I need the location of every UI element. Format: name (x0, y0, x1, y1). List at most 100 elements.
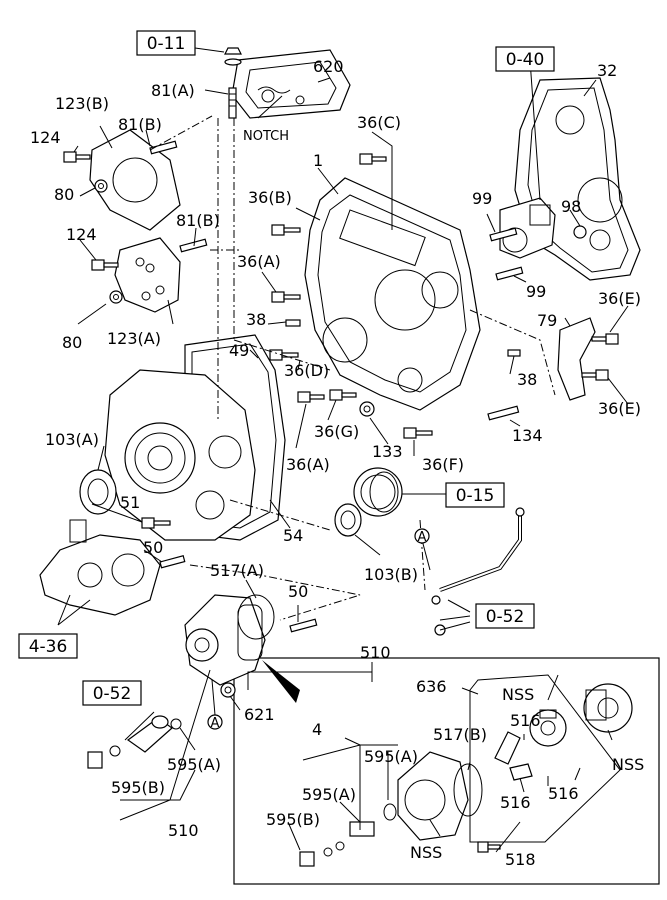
label-4: 4 (312, 720, 322, 739)
svg-text:0-52: 0-52 (486, 607, 525, 627)
hose-fitting (126, 715, 182, 753)
bolt-36e2 (581, 369, 609, 381)
svg-text:4-36: 4-36 (29, 637, 68, 657)
label-36f: 36(F) (422, 455, 464, 474)
bolt-36d (269, 349, 299, 361)
label-99-1: 99 (472, 189, 492, 208)
pin-38a (285, 319, 301, 327)
label-620: 620 (313, 57, 344, 76)
label-516-2: 516 (500, 793, 531, 812)
timing-case-1 (304, 177, 481, 411)
label-517b: 517(B) (433, 725, 487, 744)
plug-595b1 (87, 745, 121, 769)
label-595b-2: 595(B) (266, 810, 320, 829)
label-51: 51 (120, 493, 140, 512)
stud-99a (489, 227, 518, 242)
label-518: 518 (505, 850, 536, 869)
label-50-2: 50 (288, 582, 308, 601)
bolt-36g (329, 389, 357, 401)
nut-80a (94, 179, 108, 193)
label-133: 133 (372, 442, 403, 461)
label-595b-1: 595(B) (111, 778, 165, 797)
label-595a-2: 595(A) (364, 747, 418, 766)
ref-box-0-15[interactable]: 0-15 (445, 482, 505, 508)
bolt-36c (359, 153, 387, 165)
label-124-2: 124 (66, 225, 97, 244)
label-notch: NOTCH (243, 129, 289, 144)
label-80-2: 80 (62, 333, 82, 352)
nss-bracket-outline (469, 674, 621, 843)
bolt-36f (403, 427, 433, 439)
label-81b-2: 81(B) (176, 211, 220, 230)
ref-box-0-40[interactable]: 0-40 (495, 46, 555, 72)
svg-text:A: A (418, 530, 427, 545)
stud-50a (159, 555, 186, 569)
label-517a: 517(A) (210, 561, 264, 580)
label-50-1: 50 (143, 538, 163, 557)
label-80-1: 80 (54, 185, 74, 204)
vane-516 (494, 731, 533, 781)
stud-99b (495, 266, 524, 281)
label-124-1: 124 (30, 128, 61, 147)
ref-box-0-11[interactable]: 0-11 (136, 30, 196, 56)
label-36b: 36(B) (248, 188, 292, 207)
plug-595b2 (299, 841, 345, 867)
label-516-3: 516 (548, 784, 579, 803)
label-36g: 36(G) (314, 422, 359, 441)
label-103b: 103(B) (364, 565, 418, 584)
ref-box-4-36[interactable]: 4-36 (18, 633, 78, 659)
fitting-595a (349, 803, 397, 837)
gear-0-15 (353, 467, 403, 517)
label-595a-1: 595(A) (167, 755, 221, 774)
stud-81b2 (179, 238, 208, 253)
cover-123a (114, 237, 181, 313)
pump-housing-detail (397, 751, 469, 841)
label-nss-2: NSS (612, 755, 644, 774)
label-99-2: 99 (526, 282, 546, 301)
label-36e-2: 36(E) (598, 399, 641, 418)
nut-80b (109, 290, 123, 304)
label-516-1: 516 (510, 711, 541, 730)
label-54: 54 (283, 526, 303, 545)
cover-123b (89, 129, 181, 231)
circle-mark-a-upper: A (414, 528, 430, 545)
circle-mark-a-lower: A (207, 714, 223, 731)
label-103a: 103(A) (45, 430, 99, 449)
label-36a-1: 36(A) (237, 252, 281, 271)
ref-box-0-52-left[interactable]: 0-52 (82, 680, 142, 706)
pin-38b (507, 349, 521, 357)
stud-134 (487, 405, 520, 421)
label-nss-1: NSS (502, 685, 534, 704)
stud-81a (228, 87, 237, 119)
o-ring-517a (237, 594, 275, 640)
label-49: 49 (229, 341, 249, 360)
drive-gear-nss (583, 683, 633, 733)
label-123b: 123(B) (55, 94, 109, 113)
label-81a: 81(A) (151, 81, 195, 100)
label-123a: 123(A) (107, 329, 161, 348)
bolt-36b (271, 224, 301, 236)
label-98: 98 (561, 197, 581, 216)
label-134: 134 (512, 426, 543, 445)
label-510-1: 510 (360, 643, 391, 662)
injection-pump (499, 197, 587, 259)
vacuum-pump-4-36 (39, 519, 161, 616)
bolt-51 (141, 517, 171, 529)
label-36a-2: 36(A) (286, 455, 330, 474)
stud-50b (289, 618, 318, 633)
label-510-2: 510 (168, 821, 199, 840)
label-621: 621 (244, 705, 275, 724)
label-nss-3: NSS (410, 843, 442, 862)
oil-seal-103b (334, 503, 362, 537)
label-36e-1: 36(E) (598, 289, 641, 308)
label-32: 32 (597, 61, 617, 80)
label-595a-3: 595(A) (302, 785, 356, 804)
label-636: 636 (416, 677, 447, 696)
svg-text:0-15: 0-15 (456, 486, 495, 506)
label-38-2: 38 (517, 370, 537, 389)
svg-text:0-11: 0-11 (147, 34, 186, 54)
ref-box-0-52-right[interactable]: 0-52 (475, 603, 535, 629)
stud-81b1 (149, 140, 178, 155)
svg-text:A: A (211, 716, 220, 731)
